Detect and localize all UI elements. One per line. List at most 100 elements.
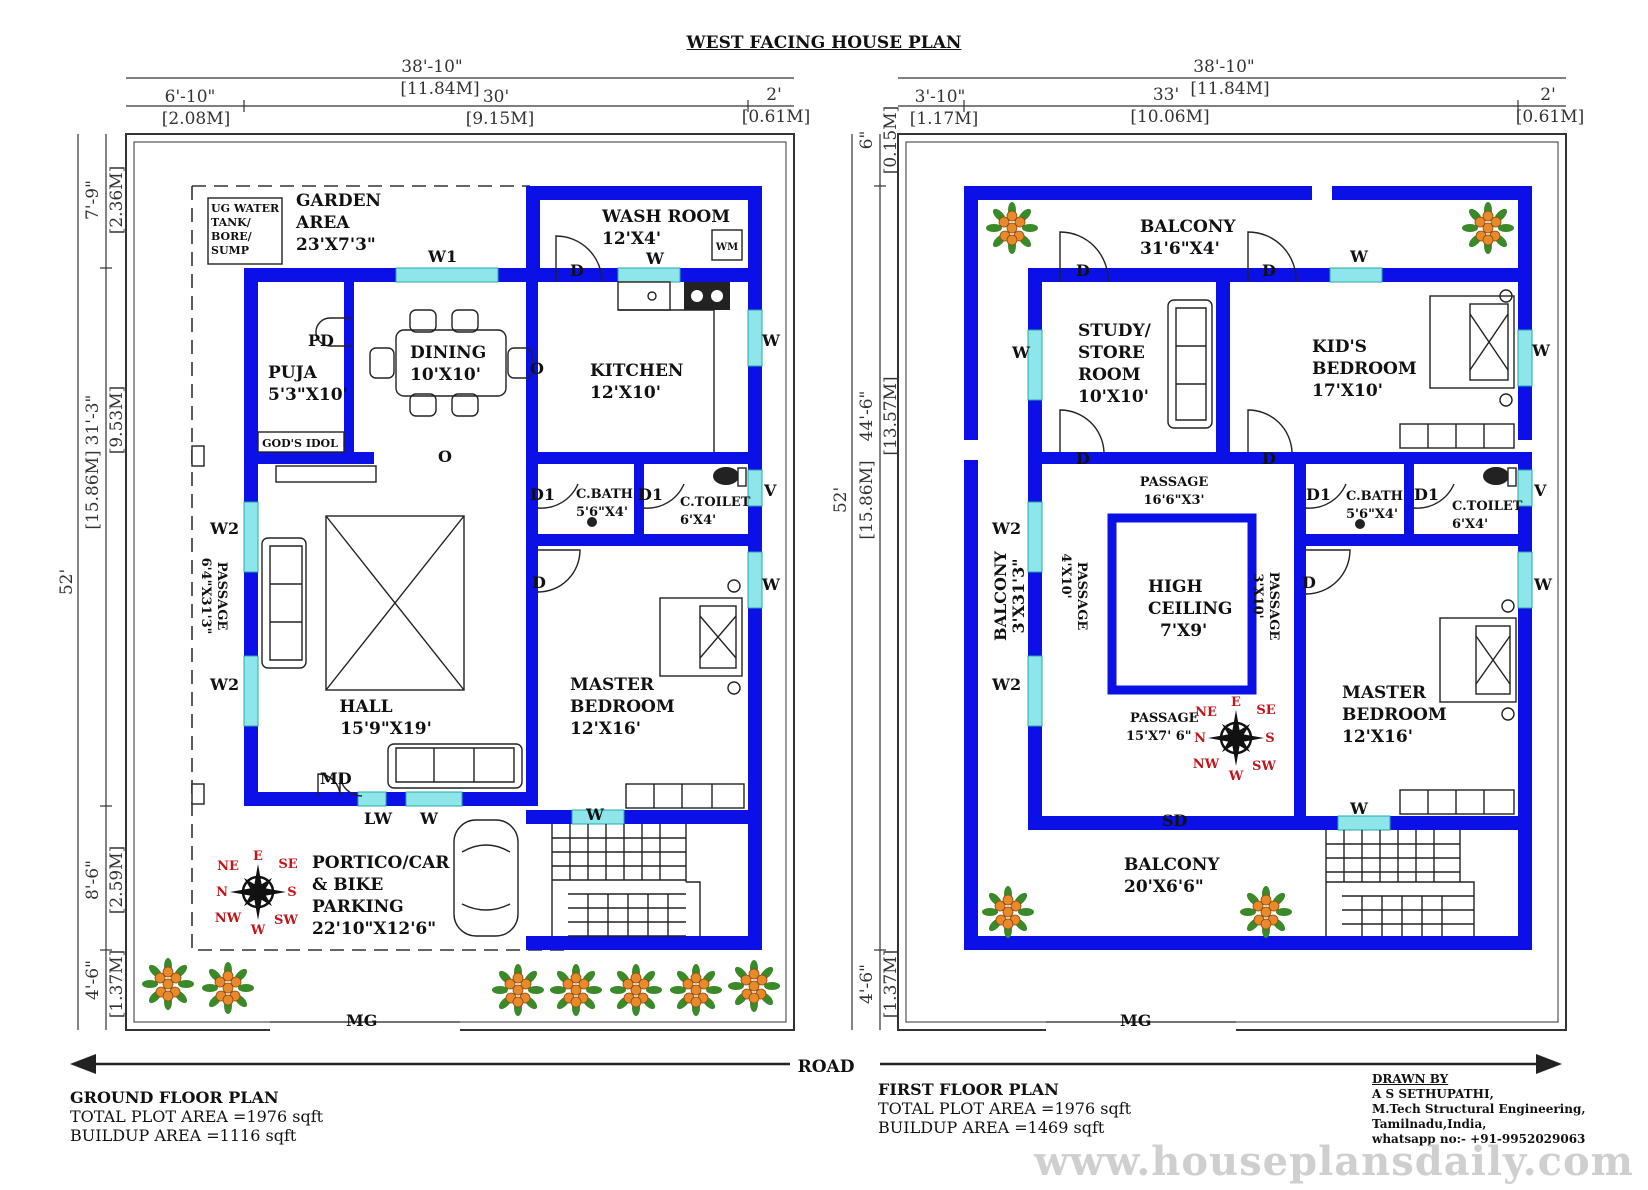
first-wall-west [964,186,978,950]
first-master-size: 12'X16' [1342,727,1413,747]
high-ceiling-void [1107,513,1257,695]
ground-v2: 31'-3" [83,395,103,446]
hall-size: 15'9"X19' [340,719,432,739]
first-v2: 44'-6" [857,391,877,442]
compass-rose-icon [230,864,286,920]
first-wall-bedroom-west [1294,452,1306,828]
passage-top-label: PASSAGE [1140,475,1209,490]
first-mark-sd: SD [1162,811,1188,830]
kitchen-size: 12'X10' [590,383,661,403]
first-lamp-1 [1501,599,1515,613]
watermark: www.houseplansdaily.com [1034,1138,1634,1185]
balcony-bottom-label: BALCONY [1124,855,1220,875]
first-cbath-size: 5'6"X4' [1346,507,1398,522]
first-parapet-gap-2 [964,440,978,460]
first-wall-bath-divider [1404,464,1414,534]
first-v1: 6" [857,131,877,150]
first-total-width-m: [11.84M] [1190,79,1269,99]
ground-open-area-outline [191,185,568,951]
first-mark-d-study-balcony: D [1076,261,1090,280]
ground-window-w-south [405,791,463,807]
ground-door-cbath [537,483,579,509]
kids-lamp-2 [1499,393,1513,407]
portico-label: PORTICO/CAR [312,853,450,873]
ug-water-line-4: SUMP [211,244,249,257]
plant-icon [492,964,544,1016]
ground-wall-stair-south [526,936,762,950]
passage-left-label: PASSAGE [1074,562,1089,631]
first-toilet-bowl [1483,467,1509,485]
mark-w-east: W [761,331,781,350]
mark-pd: PD [308,331,334,350]
ground-v4-m: [1.37M] [107,950,127,1019]
ground-staircase [551,824,701,937]
first-door-kids-balcony [1247,231,1297,283]
first-v1-m: [0.15M] [881,106,901,175]
ground-v3: 8'-6" [83,860,103,900]
ug-water-label: UG WATER TANK/ BORE/ SUMP [211,202,280,257]
ground-seg1: 6'-10" [165,87,216,107]
kids-label: KID'S [1312,337,1367,357]
mark-w-south: W [419,809,439,828]
first-mark-w-kids-north: W [1349,247,1369,266]
hall-false-ceiling [325,515,465,691]
ground-floor-caption: GROUND FLOOR PLAN [70,1088,279,1107]
passage-right-size: 3'X10' [1250,573,1265,618]
first-door-cbath [1305,483,1347,509]
plant-icon [202,962,254,1014]
mark-w2-bottom: W2 [209,675,239,694]
mark-w-bedroom-east: W [761,575,781,594]
mark-v: V [763,481,777,500]
ground-wall-kitchen-west [526,282,538,472]
ground-door-washroom [555,235,603,283]
kids-bed [1429,295,1515,389]
first-window-kids-north [1329,267,1383,283]
credit-name: A S SETHUPATHI, [1372,1087,1494,1101]
first-seg3-m: [0.61M] [1516,107,1585,127]
garden-size: 23'X7'3" [296,235,376,255]
first-master-label: MASTER [1342,683,1427,703]
ground-total-width: 38'-10" [401,57,463,77]
first-door-ctoilet [1413,483,1455,509]
ground-seg3-m: [0.61M] [742,107,811,127]
first-toilet-tank [1507,467,1517,487]
first-v2-m: [13.57M] [881,376,901,455]
ground-window-kitchen [617,267,681,283]
plant-icon [1462,202,1514,254]
first-door-study-balcony [1059,231,1109,283]
passage-right-label: PASSAGE [1266,572,1281,641]
first-wall-study-kids [1216,268,1230,464]
first-wall-rooms-north [1028,268,1532,282]
first-cbath-label: C.BATH [1346,489,1403,504]
first-mark-v: V [1533,481,1547,500]
first-plot-area: TOTAL PLOT AREA =1976 sqft [878,1099,1132,1118]
wm-label: WM [715,242,738,253]
first-window-w2-bottom [1027,655,1043,727]
first-wardrobe-doors [1427,790,1485,814]
ground-total-width-m: [11.84M] [400,79,479,99]
road-label: ROAD [798,1057,855,1077]
ground-marker-1 [191,445,205,467]
mark-lw: LW [364,809,393,828]
ground-wall-puja-dining [344,282,354,458]
plant-icon [728,960,780,1012]
kitchen-sink [617,281,671,311]
mark-w-kitchen: W [645,249,665,268]
washroom-label: WASH ROOM [601,207,730,227]
compass-label-n: N [1194,731,1206,746]
first-mark-w-kids-east: W [1531,341,1551,360]
study-sofa-cushions [1175,307,1207,421]
ground-window-bedroom-east [747,551,763,609]
kitchen-label: KITCHEN [590,361,683,381]
compass-label-se: SE [1256,703,1275,718]
plant-icon [1240,886,1292,938]
ug-water-line-3: BORE/ [211,230,253,243]
ground-wall-bedroom-west [526,452,538,806]
compass-rose-icon [1208,710,1264,766]
ground-window-w2-top [243,501,259,573]
ground-marker-2 [191,783,205,805]
portico-size: 22'10"X12'6" [312,919,436,939]
washing-machine [711,229,743,261]
